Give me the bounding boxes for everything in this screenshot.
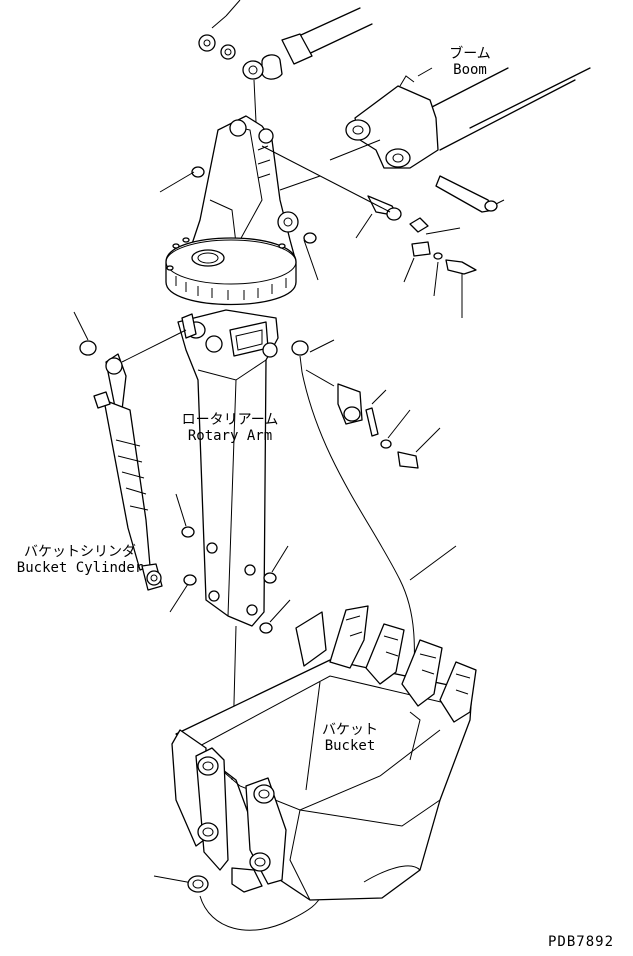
boom-tip (345, 67, 591, 213)
rotary-arm-label-en: Rotary Arm (187, 428, 273, 444)
bucket-label: バケット Bucket (310, 722, 390, 754)
bucket-cylinder-label-jp: バケットシリンダ (24, 544, 136, 560)
fastener-set (79, 166, 477, 634)
bucket-label-en: Bucket (324, 738, 376, 754)
bucket-cylinder-label: バケットシリンダ Bucket Cylinder (0, 544, 160, 576)
boom-label-en: Boom (453, 62, 487, 78)
bucket-cylinder-label-en: Bucket Cylinder (16, 560, 144, 576)
bucket-cylinder (93, 353, 163, 591)
rotary-arm-label-jp: ロータリアーム (181, 412, 279, 428)
bucket (171, 605, 477, 901)
drawing-code: PDB7892 (548, 934, 615, 950)
rotary-arm-label: ロータリアーム Rotary Arm (170, 412, 290, 444)
top-washers (198, 0, 241, 60)
boom-label: ブーム Boom (432, 46, 508, 78)
top-cylinder-rod (242, 7, 373, 80)
rotary-head (165, 115, 299, 306)
boom-label-jp: ブーム (449, 46, 491, 62)
rotary-arm (177, 309, 279, 627)
bucket-label-jp: バケット (322, 722, 378, 738)
